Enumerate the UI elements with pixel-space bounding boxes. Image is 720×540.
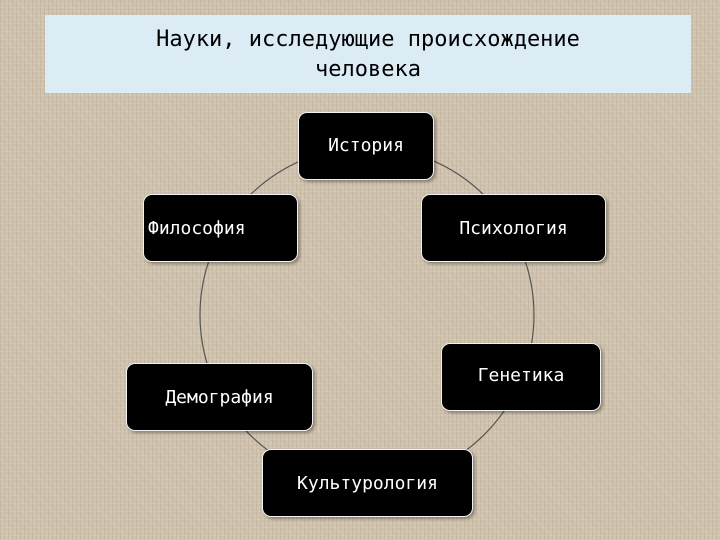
node-philosophy-label: Философия <box>148 217 246 239</box>
title-line-2: человека <box>315 57 421 82</box>
node-philosophy: Философия <box>143 194 298 262</box>
node-culturology-label: Культурология <box>297 472 438 494</box>
node-genetics-label: Генетика <box>477 365 565 386</box>
node-history: История <box>298 112 434 180</box>
node-psychology-label: Психология <box>459 217 568 239</box>
title-line-1: Науки, исследующие происхождение <box>156 27 580 52</box>
node-culturology: Культурология <box>262 449 473 517</box>
node-demography: Демография <box>126 363 313 431</box>
node-demography-label: Демография <box>165 386 274 408</box>
node-history-label: История <box>328 135 404 156</box>
title-box: Науки, исследующие происхождение человек… <box>45 15 691 93</box>
node-psychology: Психология <box>421 194 606 262</box>
node-genetics: Генетика <box>441 343 601 411</box>
